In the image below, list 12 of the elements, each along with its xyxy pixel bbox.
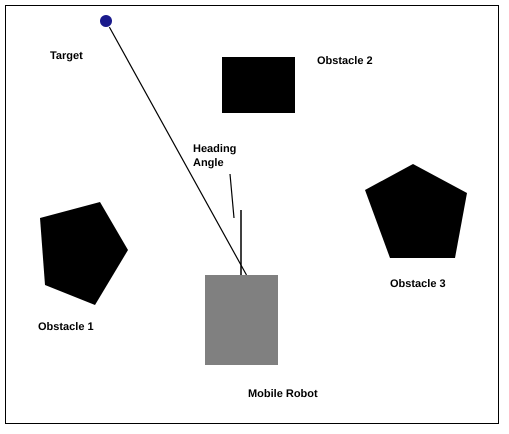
object-label: Obstacle 2	[317, 54, 373, 69]
robot-box	[205, 275, 278, 365]
target-dot	[99, 14, 113, 28]
object-label: Mobile Robot	[248, 387, 318, 402]
object-label: Obstacle 3	[390, 277, 446, 292]
object-label: Target	[50, 49, 83, 64]
line-to-target	[108, 26, 248, 276]
obstacle-pentagon	[363, 162, 469, 260]
obstacle-square	[222, 57, 295, 113]
object-label: Obstacle 1	[38, 320, 94, 335]
heading-angle-label: Heading Angle	[193, 142, 263, 170]
leader-line	[229, 174, 235, 218]
